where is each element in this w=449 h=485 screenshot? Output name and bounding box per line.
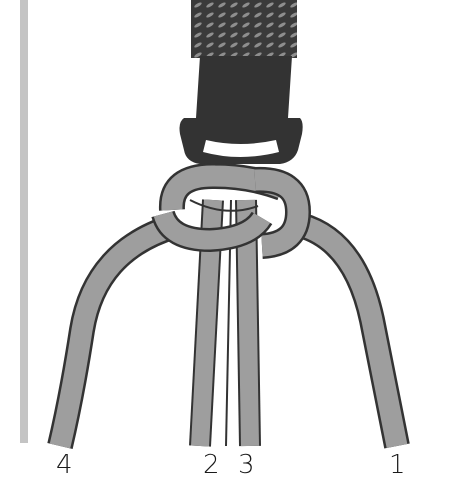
paracord-strand-icon	[47, 212, 410, 449]
strand-label-4: 4	[56, 450, 73, 480]
strand-label-3: 3	[238, 450, 255, 480]
strand-label-2: 2	[203, 450, 220, 480]
side-bar	[20, 0, 28, 443]
knot-loop	[151, 163, 312, 259]
strand-label-1: 1	[389, 450, 406, 480]
side-release-buckle-icon	[179, 56, 303, 164]
webbing-strap-icon	[191, 0, 297, 58]
